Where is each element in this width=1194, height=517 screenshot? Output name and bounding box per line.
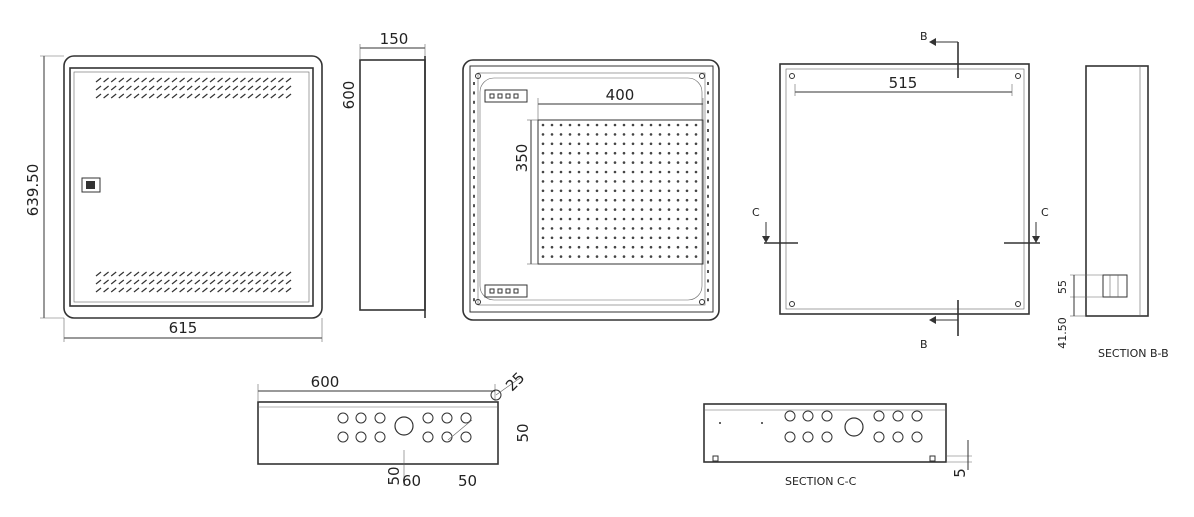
top-vent-slots — [95, 77, 292, 99]
cc-dim-5: 5 — [951, 468, 969, 478]
bottom-dim-50-b: 50 — [458, 472, 477, 490]
side-rail-holes — [473, 82, 709, 302]
cc-holes — [784, 410, 923, 443]
bb-dim-41-50: 41.50 — [1056, 317, 1069, 349]
main-entry-hole — [394, 416, 414, 436]
marker-c-right: C — [1041, 206, 1049, 219]
section-bb-label: SECTION B-B — [1098, 347, 1169, 360]
section-cc-label: SECTION C-C — [785, 475, 857, 488]
front-height-dim: 639.50 — [24, 164, 42, 217]
plate-height-dim: 350 — [513, 144, 531, 173]
top-view: 600 25 50 50 60 50 — [257, 369, 532, 490]
door-lock-icon — [81, 177, 101, 193]
front-width-dim: 615 — [169, 319, 198, 337]
section-view: 515 B B C C — [752, 30, 1049, 351]
marker-c-left: C — [752, 206, 760, 219]
bb-dim-55: 55 — [1056, 280, 1069, 294]
marker-b-bottom: B — [920, 338, 928, 351]
front-door — [69, 67, 314, 307]
bottom-vent-slots — [95, 271, 292, 293]
mounting-plate-view: 400 350 — [462, 59, 720, 321]
section-bb: 55 41.50 SECTION B-B — [1056, 65, 1169, 360]
plate-width-dim: 400 — [606, 86, 635, 104]
bottom-dim-50-a: 50 — [385, 466, 403, 485]
perforated-plate — [537, 119, 704, 265]
top-width-dim: 600 — [311, 373, 340, 391]
bottom-dim-60: 60 — [402, 472, 421, 490]
depth-dim-50: 50 — [514, 423, 532, 442]
section-cc: 5 SECTION C-C — [703, 403, 972, 488]
front-view: 639.50 615 — [24, 55, 323, 342]
inner-width-dim: 515 — [889, 74, 918, 92]
marker-b-top: B — [920, 30, 928, 43]
side-depth-dim: 150 — [380, 30, 409, 48]
hole-dim-25: 25 — [502, 369, 528, 395]
front-outer-frame — [63, 55, 323, 319]
side-height-dim: 600 — [340, 81, 358, 110]
side-view: 150 600 — [340, 30, 426, 318]
